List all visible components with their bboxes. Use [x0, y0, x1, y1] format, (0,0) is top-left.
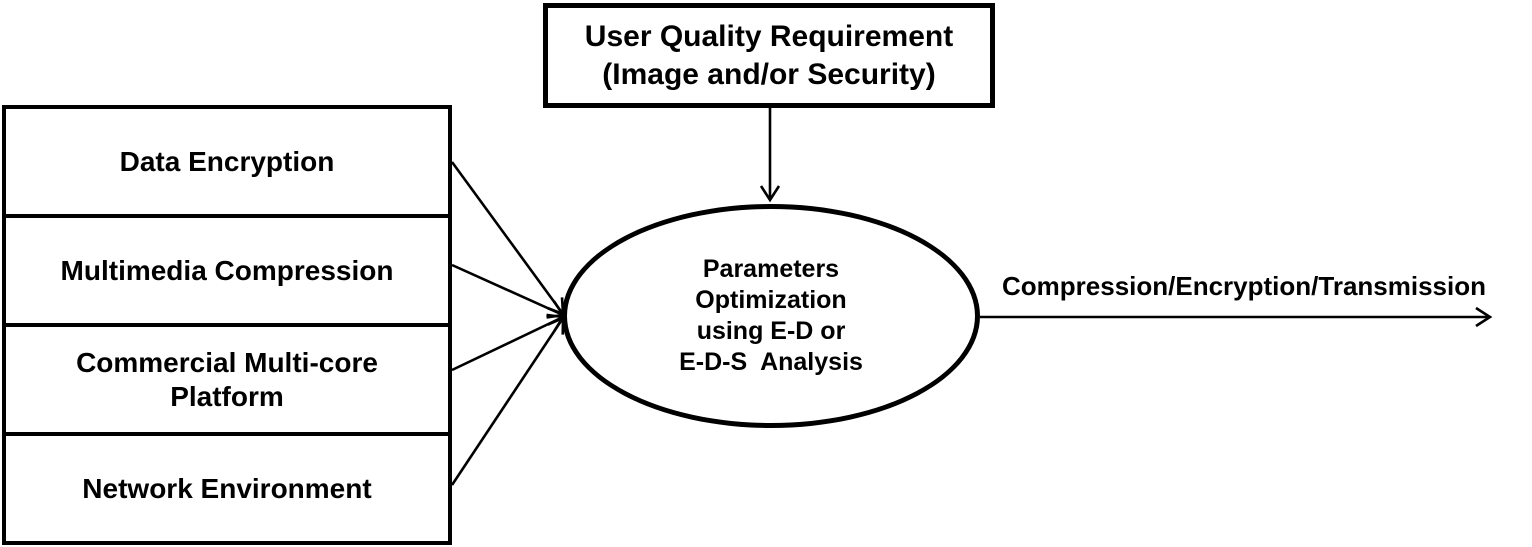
input-row-multicore-platform: Commercial Multi-core Platform: [6, 327, 448, 436]
connector-multimedia-compression: [451, 263, 566, 319]
connector-network-environment: [450, 315, 565, 486]
input-row-network-environment: Network Environment: [82, 472, 372, 504]
input-row-data-encryption: Data Encryption: [6, 109, 448, 218]
connector-data-encryption: [450, 161, 565, 316]
user-quality-requirement-label: User Quality Requirement (Image and/or S…: [584, 20, 954, 91]
parameters-optimization-ellipse: Parameters Optimization using E-D or E-D…: [562, 204, 980, 428]
input-stack-box: Data Encryption Multimedia Compression C…: [2, 105, 452, 545]
parameters-optimization-label: Parameters Optimization using E-D or E-D…: [679, 254, 863, 377]
input-row-multimedia-compression: Multimedia Compression: [6, 218, 448, 327]
user-quality-requirement-box: User Quality Requirement (Image and/or S…: [543, 3, 995, 108]
output-arrow-label: Compression/Encryption/Transmission: [1002, 271, 1486, 301]
connector-multicore-platform: [451, 313, 566, 372]
